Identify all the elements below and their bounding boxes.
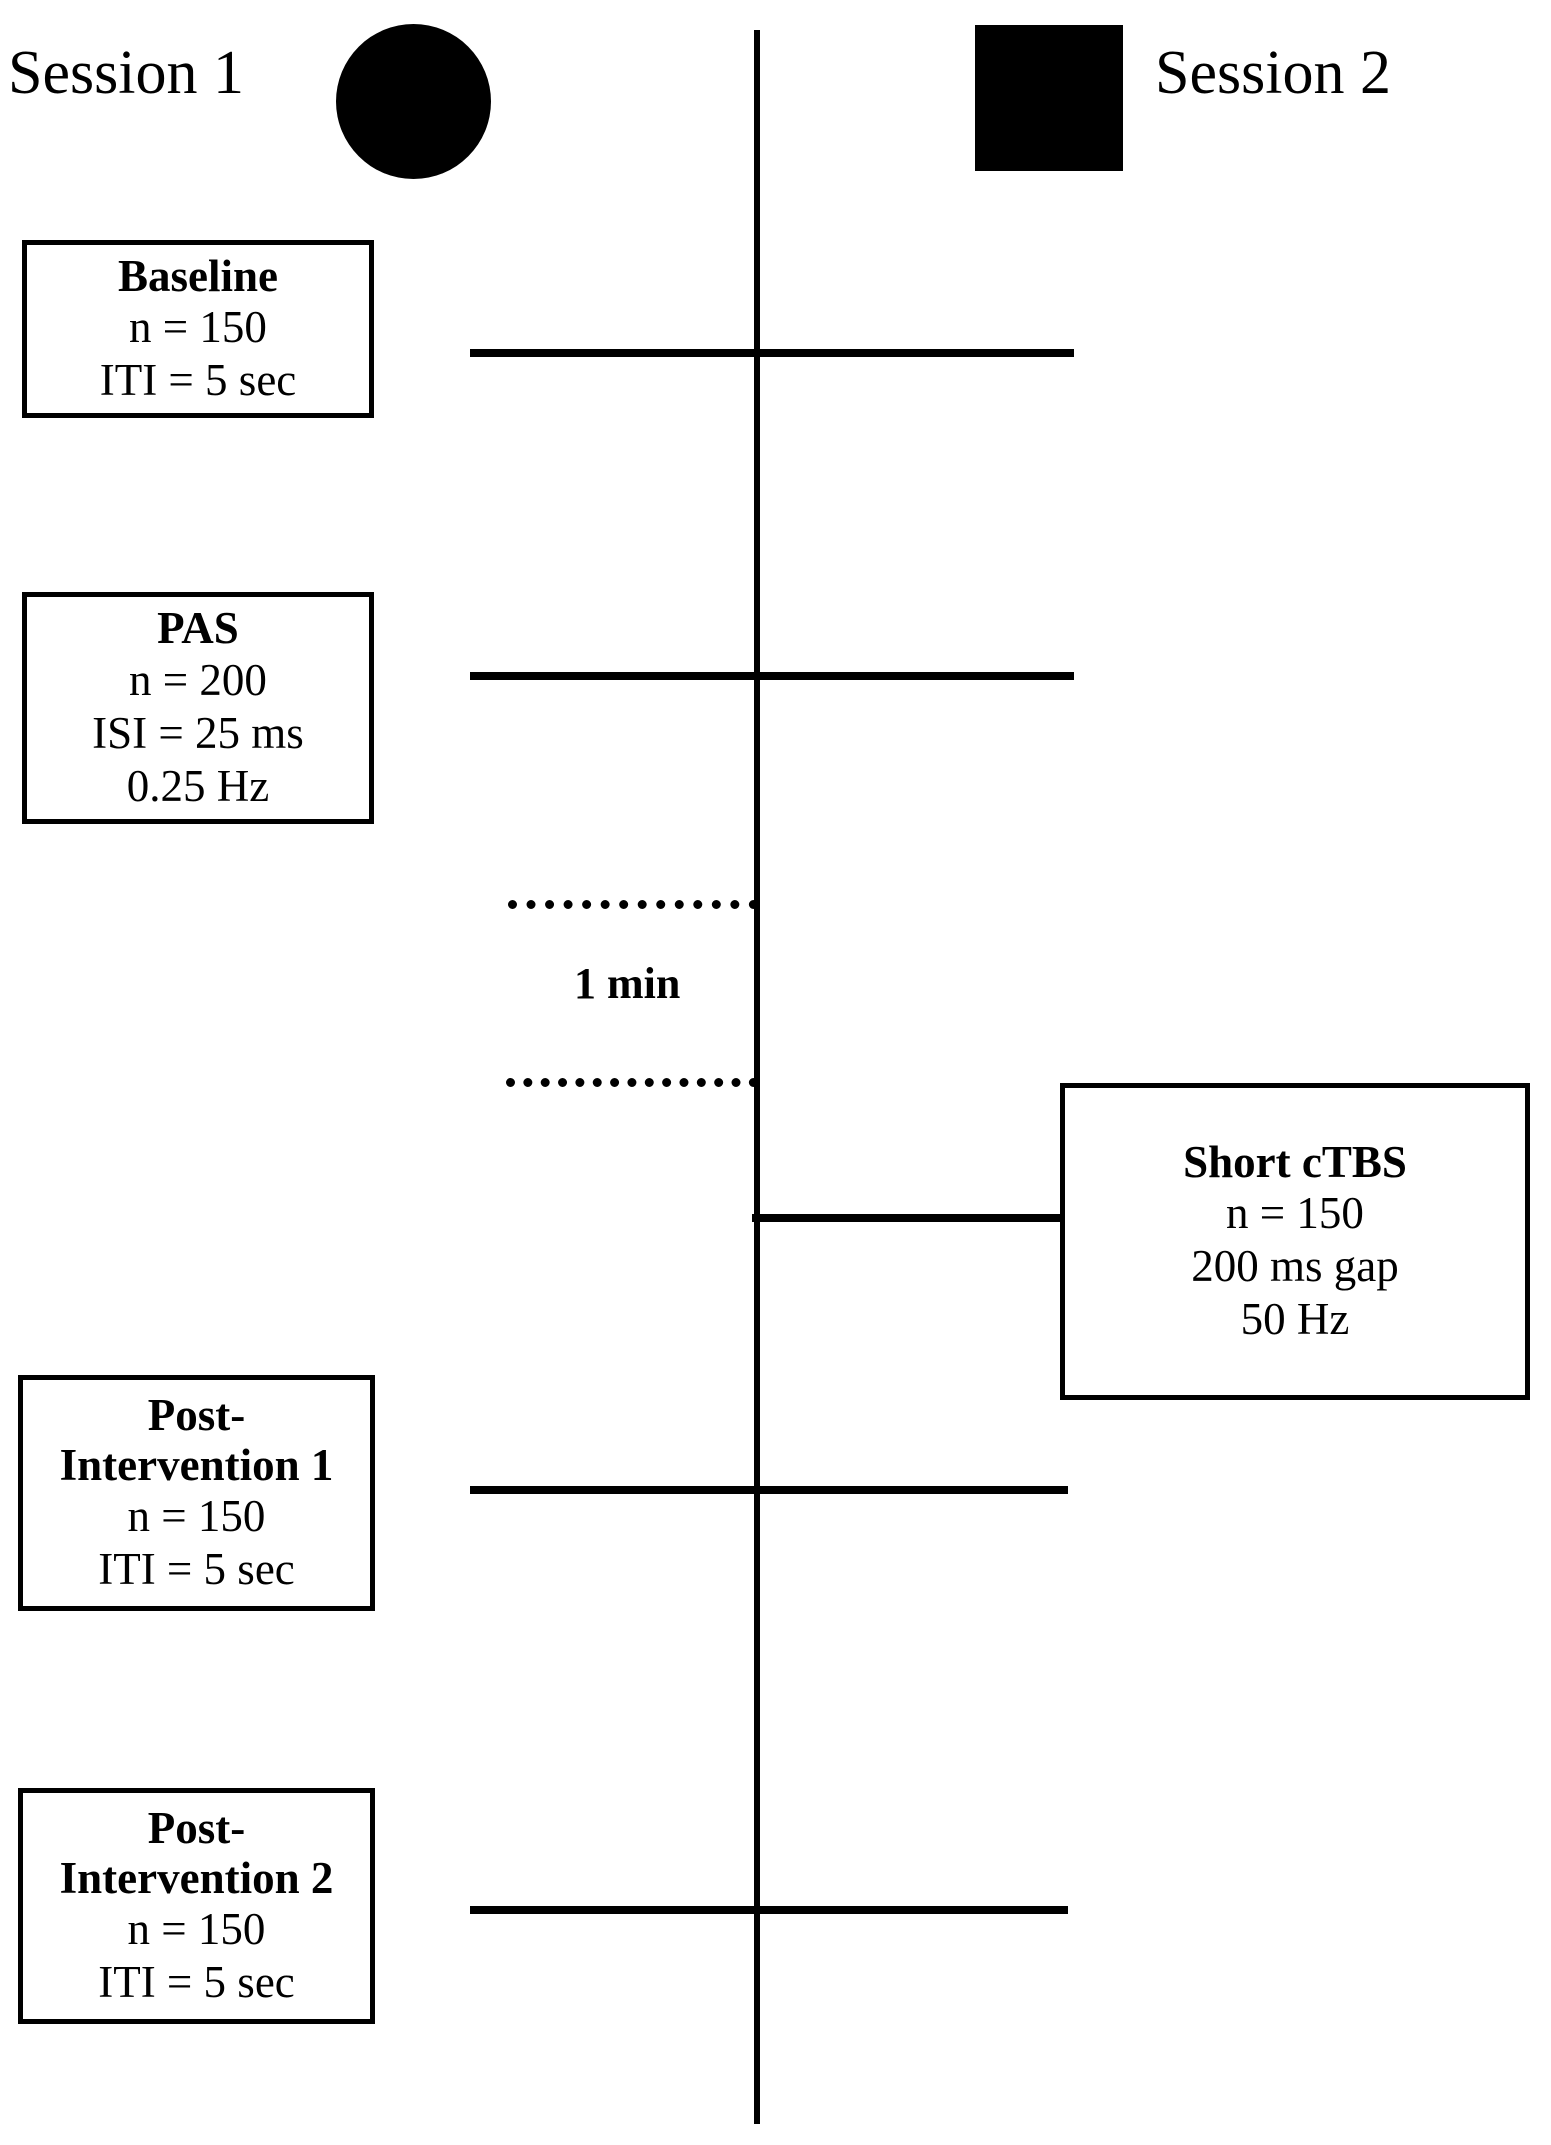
stage-detail-line: 200 ms gap	[1191, 1241, 1399, 1292]
stage-detail-line: n = 150	[1226, 1188, 1364, 1239]
filled-square-icon	[975, 25, 1123, 171]
dotted-line-gap-bottom	[506, 1078, 758, 1087]
stage-detail-line: 50 Hz	[1240, 1294, 1350, 1345]
stage-detail-line: ISI = 25 ms	[92, 707, 304, 758]
stage-detail-line: ITI = 5 sec	[99, 355, 297, 406]
legend-session-2-label: Session 2	[1155, 39, 1391, 107]
stage-title: Baseline	[117, 250, 278, 301]
stage-box-pas: PAS n = 200 ISI = 25 ms 0.25 Hz	[22, 592, 374, 824]
connector-line-post-intervention-1	[470, 1486, 1068, 1494]
stage-detail-line: 0.25 Hz	[126, 760, 270, 811]
legend-session-1-label: Session 1	[8, 39, 244, 107]
connector-line-ctbs	[752, 1214, 1062, 1222]
stage-detail-line: n = 150	[127, 1904, 266, 1955]
stage-title-line-2: Intervention 1	[59, 1439, 334, 1490]
stage-detail-line: ITI = 5 sec	[98, 1957, 295, 2008]
connector-line-pas	[470, 672, 1074, 680]
stage-box-post-intervention-2: Post- Intervention 2 n = 150 ITI = 5 sec	[18, 1788, 375, 2024]
connector-line-post-intervention-2	[470, 1906, 1068, 1914]
stage-box-short-ctbs: Short cTBS n = 150 200 ms gap 50 Hz	[1060, 1083, 1530, 1400]
stage-title-line-1: Post-	[147, 1802, 246, 1853]
stage-detail-line: ITI = 5 sec	[98, 1544, 295, 1595]
filled-circle-icon	[336, 24, 491, 179]
connector-line-baseline	[470, 349, 1074, 357]
timeline-gap-label: 1 min	[574, 959, 681, 1008]
stage-box-post-intervention-1: Post- Intervention 1 n = 150 ITI = 5 sec	[18, 1375, 375, 1611]
stage-detail-line: n = 150	[129, 302, 267, 353]
stage-box-baseline: Baseline n = 150 ITI = 5 sec	[22, 240, 374, 418]
stage-title: Short cTBS	[1183, 1136, 1407, 1187]
dotted-line-gap-top	[508, 900, 758, 909]
stage-detail-line: n = 150	[127, 1491, 266, 1542]
stage-detail-line: n = 200	[129, 654, 267, 705]
stage-title-line-1: Post-	[147, 1389, 246, 1440]
timeline-axis	[754, 30, 760, 2124]
stage-title-line-2: Intervention 2	[59, 1852, 334, 1903]
stage-title: PAS	[157, 603, 239, 654]
